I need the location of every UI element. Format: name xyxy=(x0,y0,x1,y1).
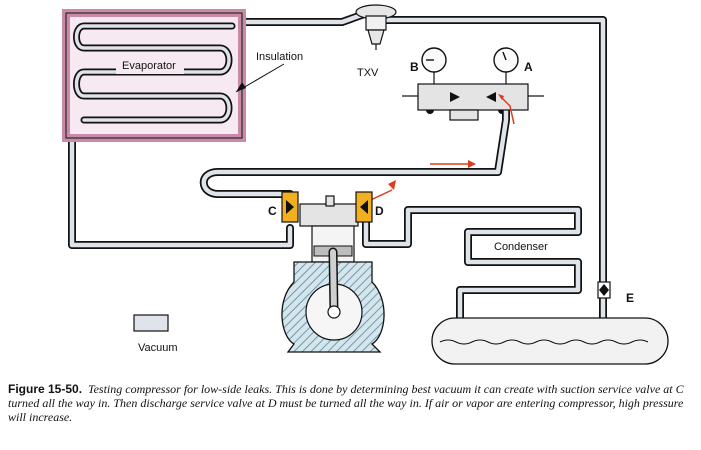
condenser-label: Condenser xyxy=(494,241,548,253)
condenser-label-box xyxy=(488,240,560,256)
caption-text: Testing compressor for low-side leaks. T… xyxy=(8,382,684,424)
vacuum-legend-label: Vacuum xyxy=(138,342,178,354)
evaporator: Evaporator xyxy=(62,9,246,142)
evaporator-label: Evaporator xyxy=(122,60,176,72)
figure-caption: Figure 15-50. Testing compressor for low… xyxy=(8,382,696,424)
compressor xyxy=(281,195,385,353)
insulation-label: Insulation xyxy=(256,51,303,63)
service-valve-c xyxy=(281,191,299,223)
valve-e-label: E xyxy=(626,291,634,305)
gauge-manifold xyxy=(402,47,544,121)
service-valve-d xyxy=(355,191,373,223)
refrigeration-diagram: Evaporator Insulation TXV B A xyxy=(62,4,669,365)
receiver-tank xyxy=(431,317,669,365)
valve-e xyxy=(597,281,611,299)
gauge-a-label: A xyxy=(524,60,533,74)
gauge-b-label: B xyxy=(410,60,419,74)
valve-c-label: C xyxy=(268,204,277,218)
txv-valve xyxy=(355,4,397,50)
insulation-leader-arrow xyxy=(236,82,246,92)
txv-label: TXV xyxy=(357,67,379,79)
evaporator-label-box xyxy=(116,56,184,74)
vacuum-legend-swatch xyxy=(133,314,169,332)
valve-d-label: D xyxy=(375,204,384,218)
figure-label: Figure 15-50. xyxy=(8,382,83,396)
